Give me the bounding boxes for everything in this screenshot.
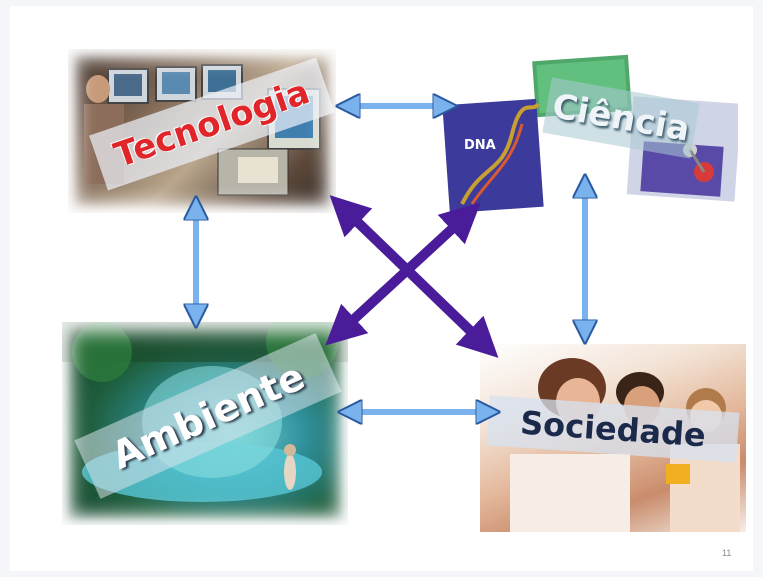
arrow-ciencia-ambiente	[325, 202, 481, 346]
dna-label: DNA	[464, 138, 496, 153]
sociedade-image: Sociedade	[480, 344, 746, 532]
arrow-tecnologia-sociedade	[329, 195, 499, 358]
slide: Tecnologia DNA Ciência	[10, 6, 753, 571]
ciencia-image: DNA Ciência	[442, 54, 738, 214]
ambiente-image: Ambiente	[62, 322, 348, 525]
computer-lab-illustration	[84, 64, 321, 196]
tecnologia-image: Tecnologia	[68, 49, 336, 213]
page-number: 11	[722, 548, 732, 558]
relationship-arrows	[10, 6, 753, 571]
